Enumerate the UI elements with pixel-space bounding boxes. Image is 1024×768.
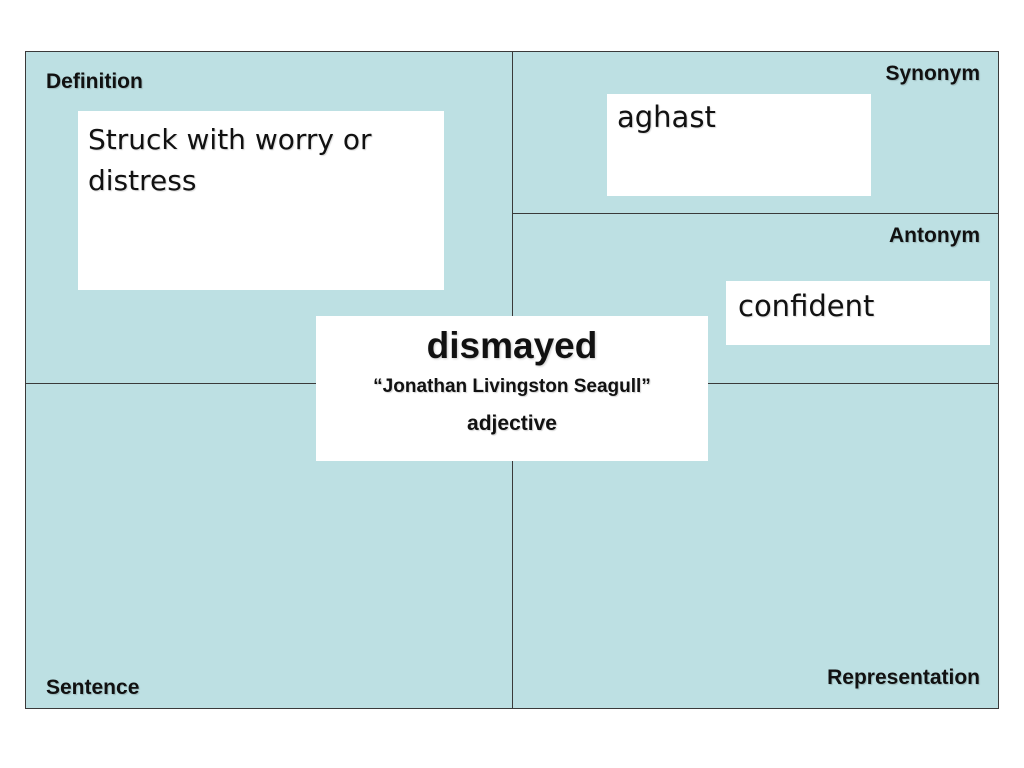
antonym-card: confident xyxy=(726,281,990,345)
frayer-model-grid: Definition Synonym Antonym Sentence Repr… xyxy=(25,51,999,709)
definition-label: Definition xyxy=(46,70,143,93)
synonym-label: Synonym xyxy=(885,62,980,85)
synonym-antonym-divider xyxy=(512,213,998,214)
definition-card: Struck with worry or distress xyxy=(78,111,444,290)
vocabulary-word-card: dismayed “Jonathan Livingston Seagull” a… xyxy=(316,316,708,461)
part-of-speech: adjective xyxy=(467,412,557,435)
vocabulary-word: dismayed xyxy=(426,325,598,366)
antonym-label: Antonym xyxy=(889,224,980,247)
source-title: “Jonathan Livingston Seagull” xyxy=(373,376,651,397)
sentence-label: Sentence xyxy=(46,676,140,699)
synonym-card: aghast xyxy=(607,94,871,196)
representation-label: Representation xyxy=(827,666,980,689)
